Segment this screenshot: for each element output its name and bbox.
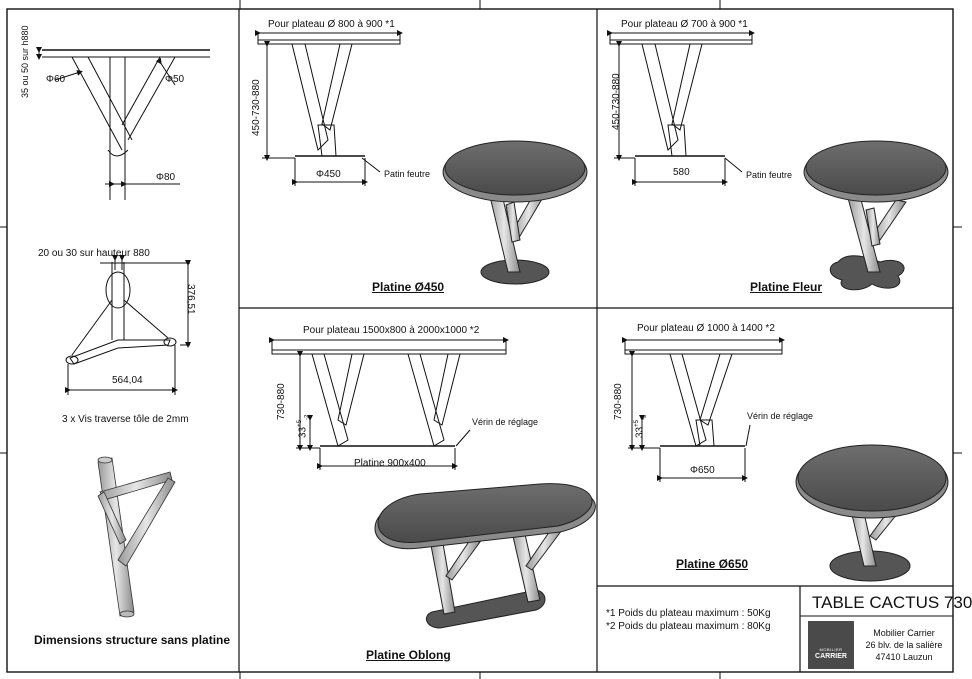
panel-fleur-base-label: 580 [673,167,690,178]
panel-650-base-label: Φ650 [690,465,715,476]
panel-fleur-caption: Platine Fleur [750,280,823,294]
panel-450-caption: Platine Ø450 [372,280,445,294]
panel-450-base-label: Φ450 [316,169,341,180]
panel-fleur-foot-label: Patin feutre [746,170,793,180]
panel-450-render [442,140,588,285]
screw-note: 3 x Vis traverse tôle de 2mm [62,414,189,425]
structure-caption: Dimensions structure sans platine [34,633,231,647]
company-city: 47410 Lauzun [875,652,933,662]
panel-450-plateau-label: Pour plateau Ø 800 à 900 *1 [268,19,395,30]
dim-height-label: 35 ou 50 sur h880 [20,25,30,98]
note-2: *2 Poids du plateau maximum : 80Kg [606,621,771,632]
panel-650-drawing [622,337,785,482]
panel-450-foot-label: Patin feutre [384,169,431,179]
panel-oblong-foot-label: Vérin de réglage [472,417,539,427]
company-name: Mobilier Carrier [873,628,935,638]
panel-450-drawing [255,30,403,186]
panel-fleur-render [803,140,949,291]
panel-oblong-drawing [269,337,509,470]
dim-376-label: 376,51 [185,284,196,315]
structure-3d [97,456,176,618]
panel-oblong-plateau-label: Pour plateau 1500x800 à 2000x1000 *2 [303,325,480,336]
panel-oblong-adjust-label: 33+5-2 [297,414,311,438]
panel-fleur-plateau-label: Pour plateau Ø 700 à 900 *1 [621,19,748,30]
panel-650-adjust-label: 33+5-2 [634,414,648,438]
panel-650-height-label: 730-880 [613,383,624,420]
panel-650-render [795,444,949,582]
logo-bottom-text: CARRIER [815,653,847,660]
dim-screw-label: 20 ou 30 sur hauteur 880 [38,248,150,259]
junction-detail [36,47,210,200]
dim-phi60-label: Φ60 [46,74,66,85]
panel-oblong-render [374,483,596,629]
panel-oblong-base-label: Platine 900x400 [354,458,426,469]
drawing-title: TABLE CACTUS 730 [812,593,972,612]
panel-fleur-height-label: 450-730-880 [611,73,622,130]
company-logo: MOBILIER CARRIER [808,621,854,669]
panel-450-height-label: 450-730-880 [251,79,262,136]
panel-oblong-height-label: 730-880 [276,383,287,420]
panel-oblong-caption: Platine Oblong [366,648,451,662]
dim-564-label: 564,04 [112,375,143,386]
company-address: 26 blv. de la salière [865,640,943,650]
logo-top-text: MOBILIER [819,647,843,652]
dim-phi50-label: Φ50 [165,74,185,85]
panel-650-caption: Platine Ø650 [676,557,749,571]
note-1: *1 Poids du plateau maximum : 50Kg [606,608,771,619]
panel-fleur-drawing [607,30,755,186]
panel-650-plateau-label: Pour plateau Ø 1000 à 1400 *2 [637,323,775,334]
tripod-detail [65,255,191,395]
panel-650-foot-label: Vérin de réglage [747,411,814,421]
dim-phi80-label: Φ80 [156,172,176,183]
